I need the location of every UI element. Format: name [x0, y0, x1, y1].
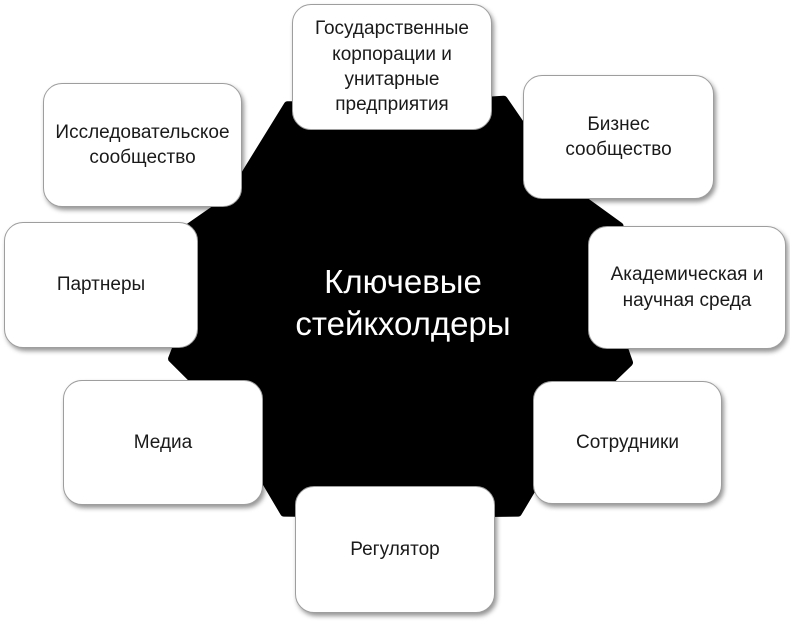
node-research-label: Исследовательское сообщество	[55, 121, 230, 168]
node-academia: Академическая и научная среда	[588, 226, 786, 349]
node-regulator: Регулятор	[295, 486, 495, 613]
node-partners: Партнеры	[4, 222, 198, 348]
node-business: Бизнес сообщество	[523, 75, 714, 199]
node-government-label: Государственные корпорации и унитарные п…	[314, 18, 470, 116]
node-research: Исследовательское сообщество	[43, 83, 242, 207]
node-government: Государственные корпорации и унитарные п…	[292, 4, 492, 130]
node-media: Медиа	[63, 380, 263, 505]
node-academia-label: Академическая и научная среда	[610, 264, 764, 311]
center-label: Ключевые стейкхолдеры	[295, 263, 511, 342]
node-employees: Сотрудники	[533, 381, 722, 504]
node-partners-label: Партнеры	[56, 274, 146, 296]
node-media-label: Медиа	[133, 431, 193, 453]
node-business-label: Бизнес сообщество	[565, 113, 672, 160]
node-employees-label: Сотрудники	[576, 431, 679, 453]
node-regulator-label: Регулятор	[350, 538, 440, 560]
